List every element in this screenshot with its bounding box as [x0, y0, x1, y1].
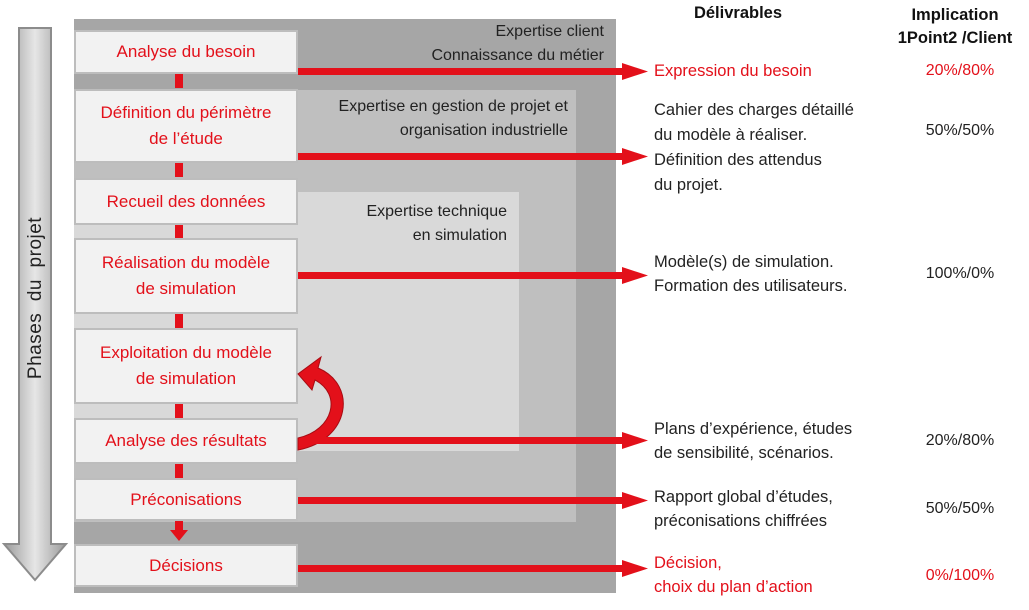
implication-value: 20%/80% [925, 432, 995, 449]
implication-header: Implication 1Point2 /Client [897, 6, 1013, 47]
phase-connector [175, 163, 183, 177]
implication-value: 50%/50% [925, 500, 995, 517]
implication-value: 0%/100% [925, 567, 995, 584]
phase-connector [175, 314, 183, 328]
phase-decisions: Décisions [74, 544, 298, 587]
deliverable-rapport-global: Rapport global d’études, préconisations … [654, 488, 833, 530]
phases-arrow [1, 27, 69, 582]
deliverable-modele-simulation: Modèle(s) de simulation. Formation des u… [654, 253, 848, 295]
feedback-loop-arrow [297, 355, 344, 451]
phase-analyse-besoin: Analyse du besoin [74, 30, 298, 74]
implication-value: 50%/50% [925, 122, 995, 139]
phase-connector [175, 225, 183, 239]
deliverable-cahier-charges: Cahier des charges détaillé du modèle à … [654, 101, 854, 194]
phase-analyse-resultats: Analyse des résultats [74, 418, 298, 464]
phase-connector [175, 464, 183, 478]
deliverables-header: Délivrables [693, 4, 783, 22]
phase-connector-arrow [170, 521, 188, 541]
deliverable-plans-experience: Plans d’expérience, études de sensibilit… [654, 420, 853, 462]
deliverable-expression-besoin: Expression du besoin [654, 62, 812, 80]
phase-connector [175, 74, 183, 88]
phase-recueil-donnees: Recueil des données [74, 178, 298, 225]
implication-value: 20%/80% [925, 62, 995, 79]
deliverable-decision: Décision, choix du plan d’action [654, 554, 813, 596]
phase-preconisations: Préconisations [74, 478, 298, 521]
zone-project-label: Expertise en gestion de projet et organi… [338, 98, 568, 139]
implication-value: 100%/0% [925, 265, 995, 282]
phase-connector [175, 404, 183, 418]
zone-technical-label: Expertise technique en simulation [366, 203, 507, 244]
zone-technical-expertise [74, 192, 519, 451]
zone-client-label: Expertise client Connaissance du métier [431, 23, 604, 64]
